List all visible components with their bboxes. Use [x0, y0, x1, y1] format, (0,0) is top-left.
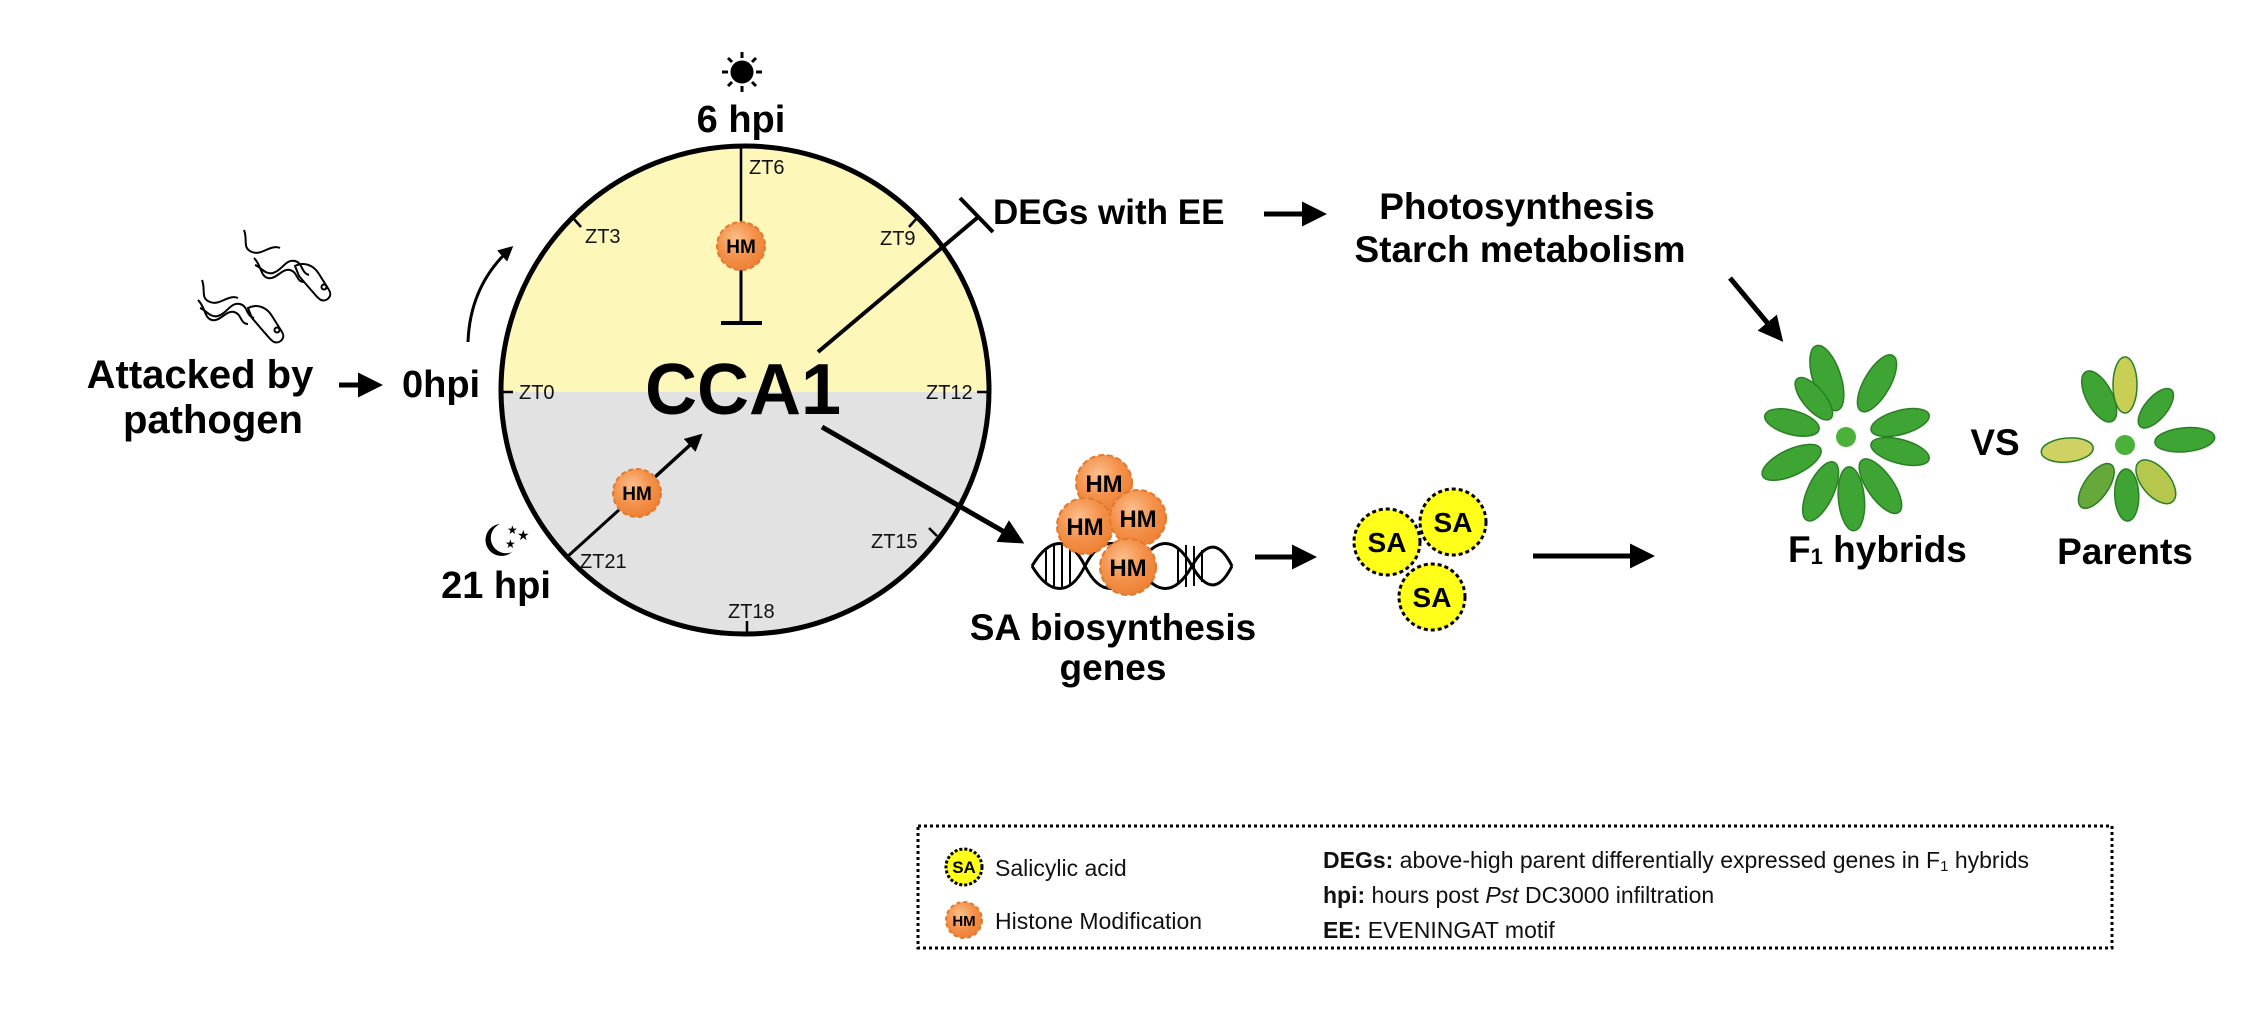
hm-night-label: HM — [622, 484, 652, 505]
pathogen-label-line1: Attacked by — [87, 353, 314, 397]
sa-node: SA — [1397, 562, 1467, 632]
degs-label: DEGs with EE — [993, 193, 1224, 232]
legend-def-hpi-term: hpi: — [1323, 882, 1365, 908]
clock-outline — [498, 143, 992, 637]
start-time-label: 0hpi — [402, 364, 480, 406]
legend-item-hm: HM Histone Modification — [945, 901, 1202, 939]
pathogen-label-line2: pathogen — [123, 398, 303, 442]
hm-cluster-node: HM — [1056, 497, 1114, 555]
hybrids-label-f: F — [1788, 529, 1811, 570]
cca1-to-sa-genes-arrow — [820, 424, 1025, 544]
legend-def-degs-term: DEGs: — [1323, 847, 1393, 873]
legend-sa-label: Salicylic acid — [995, 855, 1127, 881]
sa-node: SA — [1418, 487, 1488, 557]
parents-label: Parents — [2057, 531, 2193, 572]
sa-genes-line1: SA biosynthesis — [970, 607, 1256, 648]
legend-def-degs-tail: hybrids — [1948, 847, 2029, 873]
sun-icon — [722, 52, 762, 92]
hybrids-label-rest: hybrids — [1823, 529, 1967, 570]
legend-def-hpi-italic: Pst — [1485, 882, 1520, 908]
legend-def-hpi: hpi: hours post Pst DC3000 infiltration — [1323, 882, 1714, 908]
bacteria-icon — [197, 229, 332, 344]
tick-zt9 — [908, 217, 918, 228]
legend-def-ee: EE: EVENINGAT motif — [1323, 917, 1555, 943]
tick-label-zt3: ZT3 — [585, 226, 621, 248]
tick-label-zt21: ZT21 — [580, 551, 627, 573]
hybrids-label: F1 hybrids — [1788, 529, 1967, 570]
process-to-hybrids-arrow — [1728, 276, 1784, 342]
zt21-line — [565, 507, 622, 559]
cca1-inhibit-degs-line — [816, 216, 979, 354]
hm-cluster: HM HM HM HM — [1056, 454, 1167, 596]
hm-cluster-label: HM — [1109, 555, 1146, 582]
tick-label-zt15: ZT15 — [871, 531, 918, 553]
process-line2: Starch metabolism — [1354, 229, 1685, 270]
hm-cluster-node: HM — [1109, 489, 1167, 547]
svg-text:★: ★ — [507, 523, 518, 537]
svg-text:★: ★ — [517, 527, 530, 543]
hm-cluster-label: HM — [1066, 514, 1103, 541]
tick-zt15 — [928, 527, 938, 537]
cca1-inhibit-degs-bar — [958, 196, 995, 234]
tick-label-zt18: ZT18 — [728, 601, 775, 623]
sa-genes-line2: genes — [1060, 647, 1167, 688]
legend-item-sa: SA Salicylic acid — [944, 847, 1127, 887]
hybrids-label-sub: 1 — [1811, 544, 1823, 569]
sa-label: SA — [1368, 527, 1407, 558]
hm-activate-arrow — [653, 433, 703, 479]
clock-direction-arrow — [466, 245, 514, 343]
legend-def-ee-text: EVENINGAT motif — [1361, 917, 1555, 943]
hm-cluster-label: HM — [1119, 506, 1156, 533]
legend-def-ee-term: EE: — [1323, 917, 1361, 943]
sa-label: SA — [1413, 582, 1452, 613]
parents-plant-icon — [2040, 356, 2216, 522]
tick-label-zt12: ZT12 — [926, 382, 973, 404]
process-line1: Photosynthesis — [1379, 186, 1655, 227]
legend-hm-label: Histone Modification — [995, 908, 1202, 934]
sa-node: SA — [1352, 507, 1422, 577]
hm-cluster-label: HM — [1085, 471, 1122, 498]
legend-sa-icon — [944, 847, 984, 887]
tick-label-zt0: ZT0 — [519, 382, 555, 404]
legend-def-hpi-tail: DC3000 infiltration — [1519, 882, 1715, 908]
legend-sa-icon-text: SA — [952, 858, 976, 877]
hm-cluster-node: HM — [1099, 538, 1157, 596]
legend-def-degs: DEGs: above-high parent differentially e… — [1323, 847, 2029, 875]
legend-hm-icon-text: HM — [952, 913, 975, 930]
circadian-clock: ZT0 ZT3 ZT6 ZT9 ZT12 ZT15 ZT18 ZT21 HM H… — [498, 143, 1025, 637]
hm-day-label: HM — [726, 237, 756, 258]
moon-stars-icon: ★ ★ ★ — [485, 523, 530, 556]
tick-zt3 — [572, 217, 582, 228]
legend-def-hpi-text: hours post — [1365, 882, 1485, 908]
day-time-label: 6 hpi — [697, 99, 786, 141]
legend-def-degs-sub: 1 — [1940, 858, 1948, 875]
svg-text:★: ★ — [505, 537, 516, 551]
cca1-label: CCA1 — [645, 350, 841, 430]
tick-label-zt6: ZT6 — [749, 157, 785, 179]
hybrid-plant-icon — [1761, 344, 1930, 532]
tick-label-zt9: ZT9 — [880, 228, 916, 250]
legend-box: SA Salicylic acid HM Histone Modificatio… — [916, 824, 2114, 950]
sa-label: SA — [1434, 507, 1473, 538]
night-time-label: 21 hpi — [441, 565, 551, 607]
legend-def-degs-text: above-high parent differentially express… — [1393, 847, 1940, 873]
vs-label: VS — [1970, 422, 2019, 463]
sa-cluster: SA SA SA — [1352, 487, 1488, 632]
hm-day-node: HM — [716, 221, 766, 271]
hm-night-node: HM — [612, 468, 662, 518]
legend-hm-icon — [945, 901, 983, 939]
